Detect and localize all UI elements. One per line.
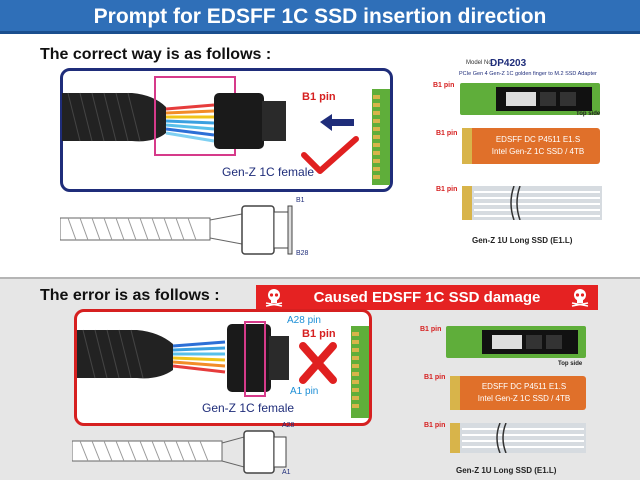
page-title: Prompt for EDSFF 1C SSD insertion direct…: [0, 0, 640, 34]
drawing-b1-label: B1: [296, 197, 305, 204]
top-side-label: Top side: [576, 111, 601, 117]
correct-heading: The correct way is as follows :: [40, 46, 272, 63]
b1-pin-label: B1 pin: [302, 91, 336, 103]
error-connector-label: Gen-Z 1C female: [202, 401, 295, 415]
a28-pin-label: A28 pin: [287, 315, 321, 326]
e1l-ssd-image: [462, 186, 602, 220]
e1s-ssd-image: [462, 128, 600, 164]
correct-cable-image: [62, 76, 390, 185]
adapter-description: PCIe Gen 4 Gen-Z 1C golden finger to M.2…: [459, 71, 597, 77]
e1l-caption-bottom: Gen-Z 1U Long SSD (E1.L): [456, 466, 557, 475]
bottom-b1-pin-3: B1 pin: [424, 422, 446, 429]
model-prefix: Model No.: [466, 60, 494, 66]
model-number: DP4203: [490, 58, 527, 69]
bottom-b1-pin-2: B1 pin: [424, 374, 446, 381]
e1l-ssd-image-bottom: [450, 423, 586, 453]
connector-label: Gen-Z 1C female: [222, 165, 315, 179]
m2-adapter-card-image: [460, 83, 600, 115]
e1s-label-line2: Intel Gen-Z 1C SSD / 4TB: [491, 147, 585, 156]
bottom-top-side-label: Top side: [558, 361, 583, 367]
skull-icon: [571, 289, 589, 307]
damage-warning-text: Caused EDSFF 1C SSD damage: [313, 289, 541, 306]
e1s-bottom-label-line2: Intel Gen-Z 1C SSD / 4TB: [477, 394, 571, 403]
top-b1-pin-1: B1 pin: [433, 82, 455, 89]
e1s-ssd-image-bottom: [450, 376, 586, 410]
e1s-bottom-label-line1: EDSFF DC P4511 E1.S: [481, 382, 567, 391]
top-b1-pin-3: B1 pin: [436, 186, 458, 193]
e1l-caption-top: Gen-Z 1U Long SSD (E1.L): [472, 236, 573, 245]
a1-pin-label: A1 pin: [290, 386, 319, 397]
bottom-b1-pin-1: B1 pin: [420, 326, 442, 333]
damage-warning-banner: Caused EDSFF 1C SSD damage: [256, 285, 598, 310]
top-b1-pin-2: B1 pin: [436, 130, 458, 137]
drawing-b28-label: B28: [296, 250, 309, 257]
drawing-a1-label: A1: [282, 469, 291, 476]
m2-adapter-card-image-bottom: [446, 326, 586, 358]
correct-line-drawing: [60, 205, 293, 255]
e1s-label-line1: EDSFF DC P4511 E1.S: [495, 135, 581, 144]
error-line-drawing: [72, 430, 287, 474]
drawing-a28-label: A28: [282, 422, 295, 429]
skull-icon: [265, 289, 283, 307]
error-b1-pin-label: B1 pin: [302, 328, 336, 340]
error-heading: The error is as follows :: [40, 287, 220, 304]
error-cable-image: [77, 321, 369, 418]
